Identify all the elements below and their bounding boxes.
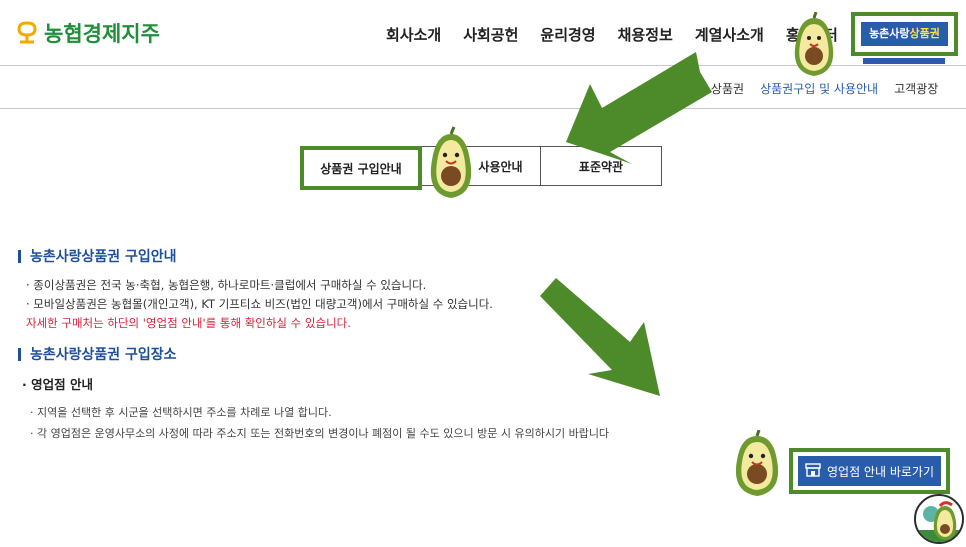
info-line-notice: 자세한 구매처는 하단의 '영업점 안내'를 통해 확인하실 수 있습니다. xyxy=(26,316,351,330)
arrow-bottom-shape xyxy=(540,278,660,396)
nav-item-affiliates[interactable]: 계열사소개 xyxy=(694,26,764,44)
logo-text: 농협경제지주 xyxy=(44,22,160,46)
highlight-box-store: 영업점 안내 바로가기 xyxy=(789,448,950,494)
avocado-avatar-badge xyxy=(914,494,964,544)
avocado-mascot-icon xyxy=(735,430,779,496)
site-header: 농협경제지주 회사소개 사회공헌 윤리경영 채용정보 계열사소개 홍 터 농촌사… xyxy=(0,0,966,66)
nav-item-ethics[interactable]: 윤리경영 xyxy=(540,26,596,44)
gift-card-top-label: 농촌사랑 xyxy=(869,27,910,40)
note-line-warning: · 각 영업점은 운영사무소의 사정에 따라 주소지 또는 전화번호의 변경이나… xyxy=(30,427,610,440)
info-line-mobile: · 모바일상품권은 농협몰(개인고객), KT 기프티쇼 비즈(법인 대량고객)… xyxy=(26,297,493,311)
sub-nav-customer[interactable]: 고객광장 xyxy=(894,82,939,96)
tab-usage-label: 사용안내 xyxy=(478,159,523,174)
logo-mark-icon xyxy=(16,21,38,45)
tab-purchase-label: 상품권 구입안내 xyxy=(320,161,402,176)
nav-item-social[interactable]: 사회공헌 xyxy=(463,26,519,44)
avocado-mascot-icon xyxy=(794,12,834,76)
gift-card-top-button[interactable]: 농촌사랑상품권 xyxy=(861,22,948,46)
section-title-place: 농촌사랑상품권 구입장소 xyxy=(18,344,177,364)
section-title-place-text: 농촌사랑상품권 구입장소 xyxy=(30,347,177,363)
nav-item-recruit[interactable]: 채용정보 xyxy=(617,26,673,44)
avocado-mascot-icon xyxy=(916,501,962,542)
avocado-mascot-icon xyxy=(430,126,472,198)
store-guide-button[interactable]: 영업점 안내 바로가기 xyxy=(798,456,941,486)
store-icon xyxy=(805,462,821,480)
sub-nav-purchase-guide[interactable]: 상품권구입 및 사용안내 xyxy=(760,82,879,96)
gift-card-top-highlight: 상품권 xyxy=(909,27,940,40)
highlight-box-top: 농촌사랑상품권 xyxy=(851,12,958,56)
store-guide-label: 영업점 안내 바로가기 xyxy=(827,464,934,479)
note-line-region: · 지역을 선택한 후 시군을 선택하시면 주소를 차례로 나열 합니다. xyxy=(30,406,332,419)
tab-terms-label: 표준약관 xyxy=(578,159,624,174)
arrow-top-shape xyxy=(566,52,712,164)
section-title-purchase: 농촌사랑상품권 구입안내 xyxy=(18,246,177,266)
active-nav-indicator xyxy=(863,58,945,64)
nav-item-pr[interactable]: 홍 xyxy=(785,26,800,44)
info-line-paper: · 종이상품권은 전국 농·축협, 농협은행, 하나로마트·클럽에서 구매하실 … xyxy=(26,278,427,292)
section-title-purchase-text: 농촌사랑상품권 구입안내 xyxy=(30,249,177,265)
subsection-title-branch: · 영업점 안내 xyxy=(22,377,93,392)
nav-item-company[interactable]: 회사소개 xyxy=(386,26,442,44)
tab-purchase-highlight[interactable]: 상품권 구입안내 xyxy=(300,146,422,190)
logo[interactable]: 농협경제지주 xyxy=(16,18,160,48)
section-bar-icon xyxy=(18,249,21,263)
section-bar-icon xyxy=(18,347,21,361)
